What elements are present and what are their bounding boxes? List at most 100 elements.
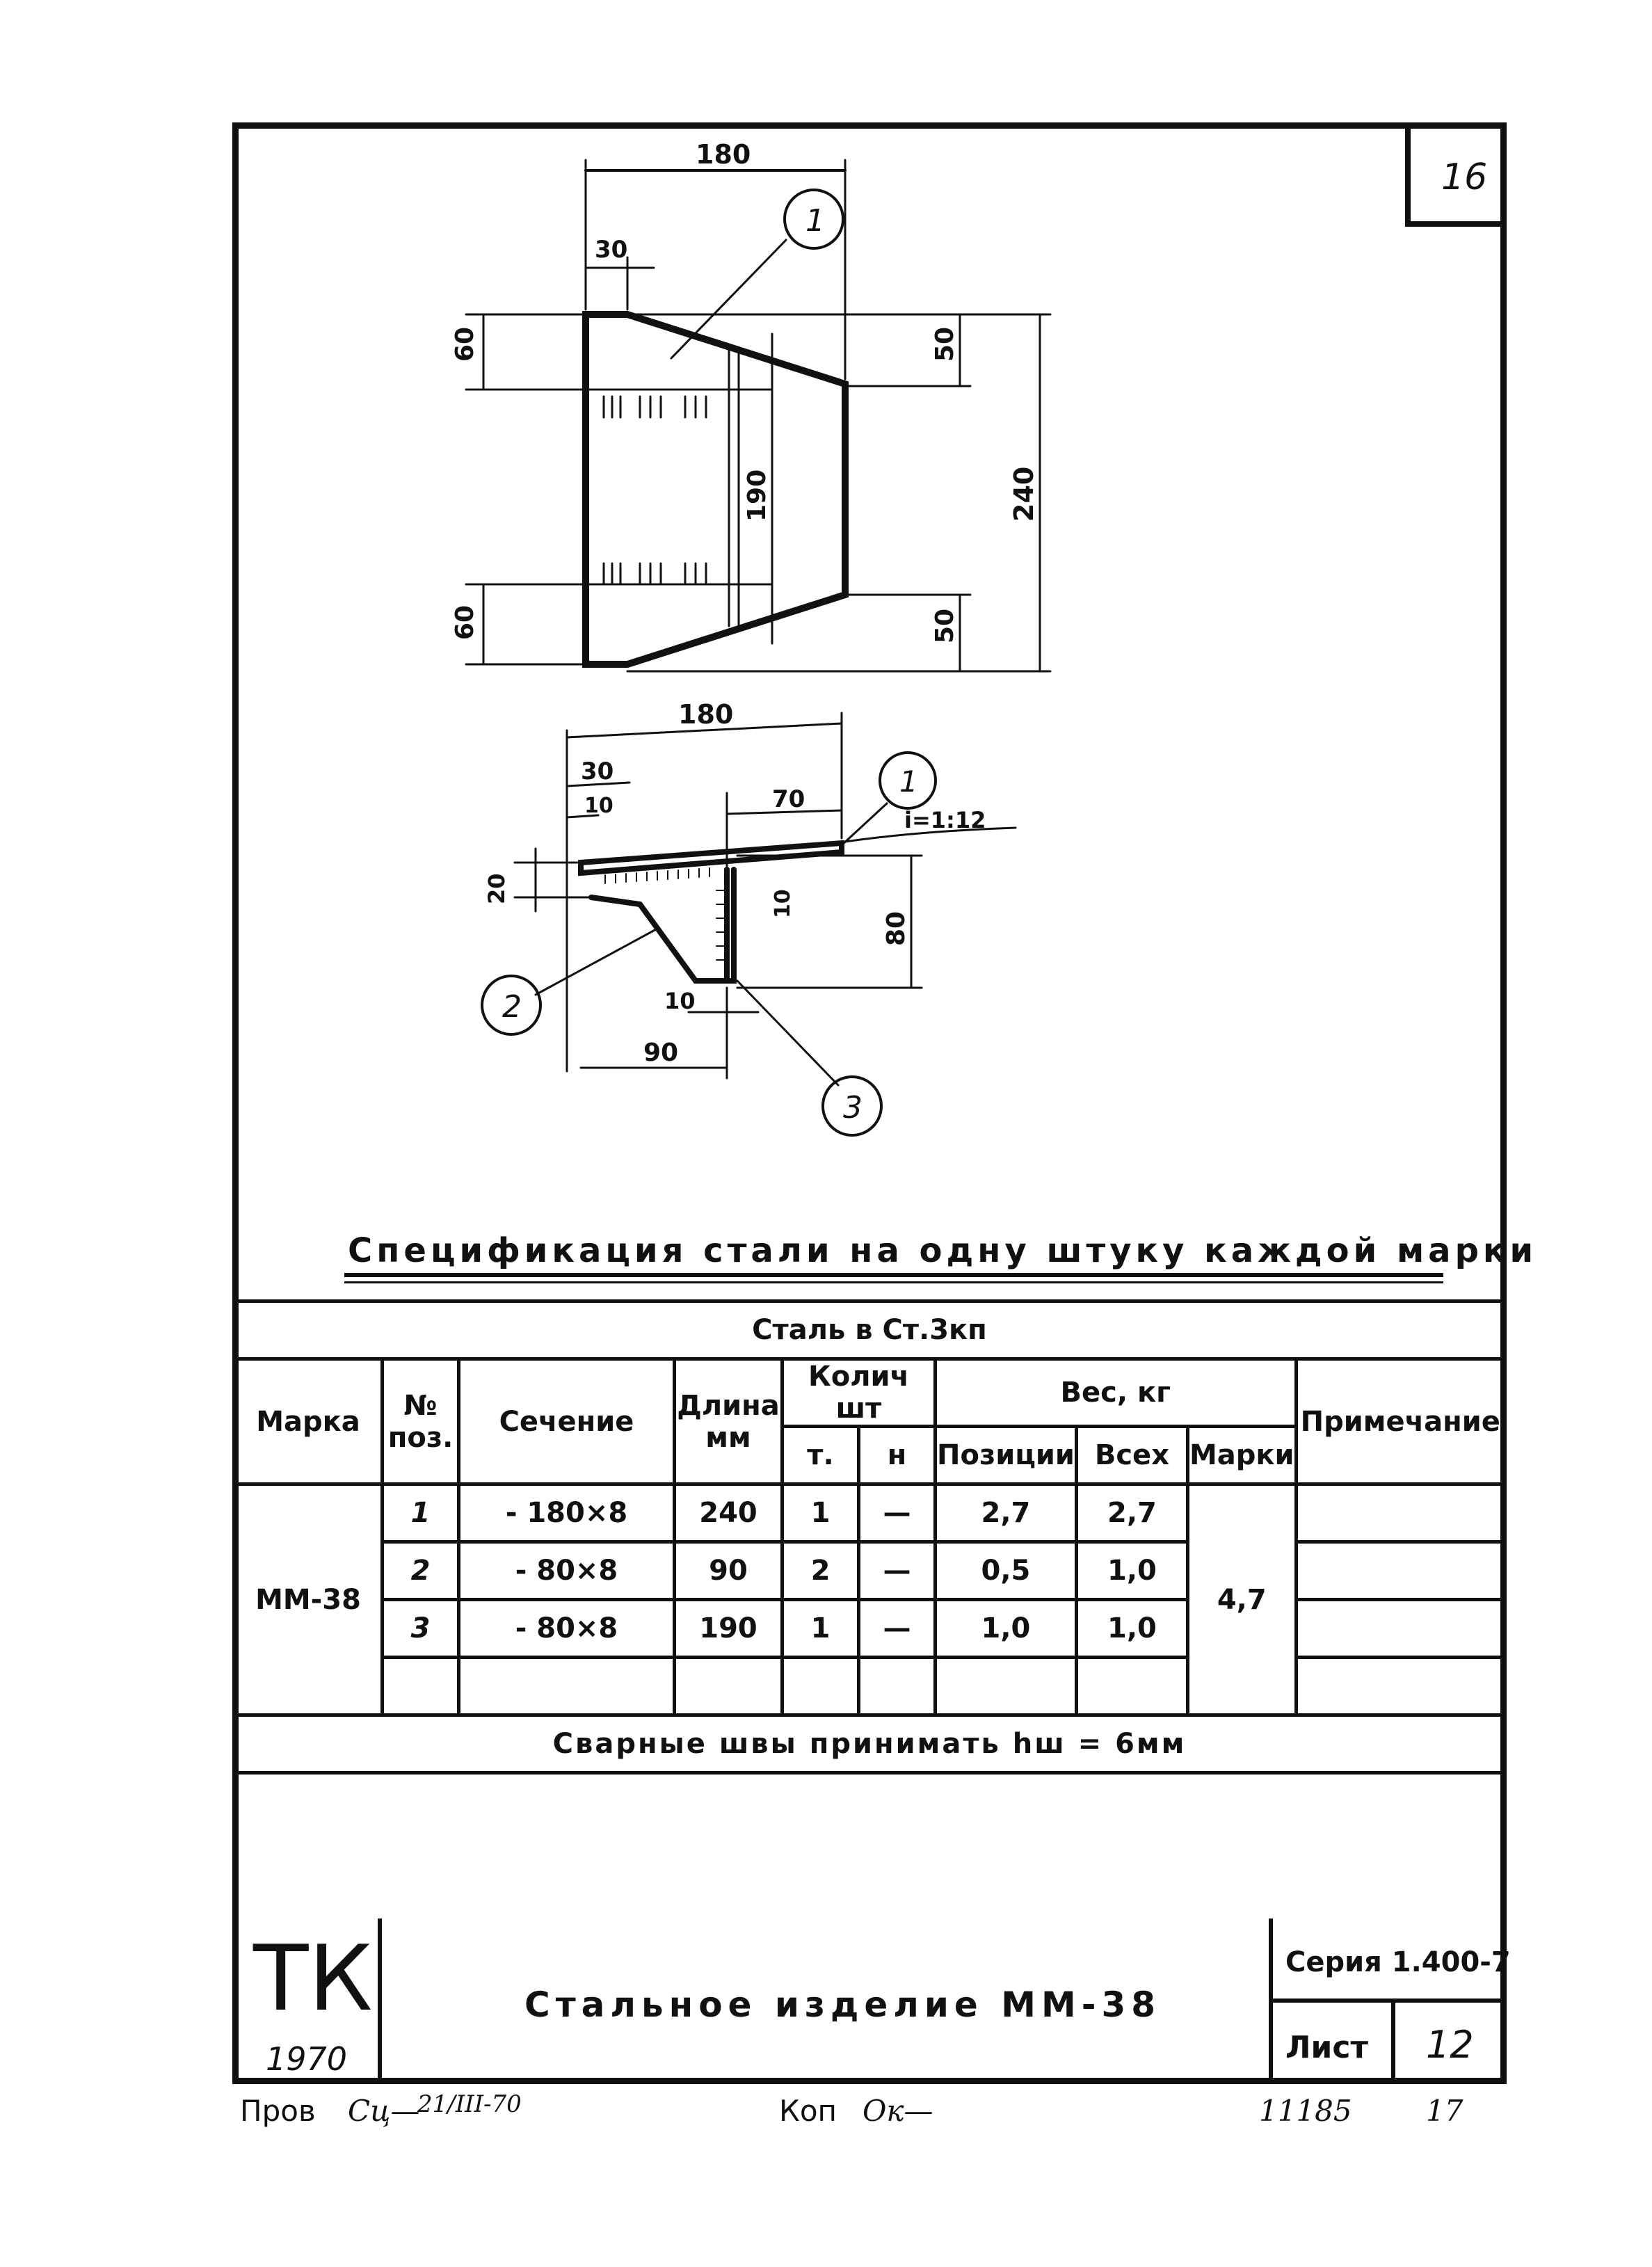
header-weight-all: Всех (1074, 1425, 1189, 1486)
qty-t-cell: 1 (780, 1482, 860, 1544)
weight-all-cell: 2,7 (1074, 1482, 1189, 1544)
technical-drawing: 180 30 60 50 190 240 60 50 180 30 10 70 … (451, 139, 1052, 1137)
footer-page: 17 (1426, 2094, 1463, 2128)
slope-label: i=1:12 (904, 807, 986, 833)
dim-plan-180: 180 (696, 139, 751, 170)
dim-section-10: 10 (584, 794, 614, 818)
dim-plan-240: 240 (1009, 467, 1039, 522)
dim-plan-50-bottom: 50 (931, 609, 959, 643)
dim-section-180: 180 (678, 699, 733, 730)
mark-cell: ММ-38 (232, 1482, 384, 1717)
sheet-label: Лист (1285, 2030, 1368, 2065)
dim-plan-60-top: 60 (451, 327, 479, 362)
footer-copy: Коп (779, 2094, 837, 2128)
dim-plan-50-top: 50 (931, 327, 959, 362)
dim-section-80: 80 (882, 911, 911, 946)
copy-signature: Ок— (863, 2094, 933, 2128)
header-mark: Марка (232, 1357, 384, 1486)
callout-2-num: 2 (502, 989, 522, 1025)
callout-1-section-num: 1 (899, 764, 918, 799)
qty-n-cell: — (857, 1482, 937, 1544)
callout-3-num: 3 (843, 1090, 863, 1126)
section-cell: - 180×8 (457, 1482, 676, 1544)
qty-n-cell: — (857, 1598, 937, 1659)
sheet-number-box (1405, 122, 1507, 227)
dim-plan-190: 190 (743, 470, 771, 522)
series-divider (1273, 1998, 1507, 2003)
weight-pos-cell: 0,5 (933, 1540, 1078, 1601)
weight-pos-cell: 2,7 (933, 1482, 1078, 1544)
product-name: Стальное изделие ММ-38 (524, 1985, 1162, 2025)
spec-title-underline (344, 1273, 1443, 1277)
spec-title: Спецификация стали на одну штуку каждой … (348, 1231, 1538, 1270)
table-row-empty (234, 1656, 1507, 1717)
gusset-section (588, 867, 737, 984)
qty-n-cell: — (857, 1540, 937, 1601)
callout-3 (821, 1075, 883, 1137)
callout-1-plan-num: 1 (805, 203, 825, 239)
header-qty-n: н (857, 1425, 937, 1486)
qty-t-cell: 2 (780, 1540, 860, 1601)
dim-section-10-rib: 10 (771, 889, 795, 918)
org-year: 1970 (266, 2040, 348, 2078)
checked-signature: Сц— (348, 2094, 420, 2128)
dim-section-20: 20 (483, 873, 510, 904)
weight-all-cell: 1,0 (1074, 1540, 1189, 1601)
header-section: Сечение (457, 1357, 676, 1486)
title-block: ТК 1970 Стальное изделие ММ-38 Серия 1.4… (232, 1918, 1511, 2084)
callout-1-section (879, 751, 937, 810)
dim-plan-30: 30 (595, 236, 627, 264)
sheet-divider (1391, 2003, 1395, 2084)
header-weight: Вес, кг (933, 1357, 1298, 1428)
note-cell (1294, 1598, 1507, 1659)
header-length: Длина мм (673, 1357, 784, 1486)
length-cell: 90 (673, 1540, 784, 1601)
sheet-value: 12 (1426, 2023, 1474, 2067)
dim-plan-60-bottom: 60 (451, 605, 479, 640)
note-cell (1294, 1482, 1507, 1544)
pos-cell: 2 (380, 1540, 460, 1601)
plate-section (578, 840, 844, 876)
dim-section-10-base: 10 (664, 988, 696, 1014)
footer-doc-no: 11185 (1259, 2094, 1352, 2128)
length-cell: 190 (673, 1598, 784, 1659)
header-pos: № поз. (380, 1357, 460, 1486)
footer-date: 21/III-70 (417, 2090, 522, 2118)
org-box: ТК 1970 (232, 1918, 382, 2084)
weld-hatch-plan (602, 346, 740, 627)
header-qty: Колич шт (780, 1357, 937, 1428)
weight-all-cell: 1,0 (1074, 1598, 1189, 1659)
qty-t-cell: 1 (780, 1598, 860, 1659)
callout-1-plan (783, 189, 844, 250)
header-note: Примечание (1294, 1357, 1507, 1486)
section-cell: - 80×8 (457, 1598, 676, 1659)
header-weight-mark: Марки (1185, 1425, 1298, 1486)
table-row: 3 - 80×8 190 1 — 1,0 1,0 (234, 1598, 1507, 1659)
header-weight-pos: Позиции (933, 1425, 1078, 1486)
length-cell: 240 (673, 1482, 784, 1544)
note-cell (1294, 1540, 1507, 1601)
dim-section-90: 90 (643, 1039, 678, 1067)
sheet-frame (232, 122, 1507, 2084)
table-row: 2 - 80×8 90 2 — 0,5 1,0 (234, 1540, 1507, 1601)
callout-2 (481, 975, 542, 1036)
org-logo: ТК (253, 1925, 373, 2031)
spec-title-underline-thin (344, 1281, 1443, 1283)
specification-table: Сталь в Ст.3кп Марка № поз. Сечение Длин… (232, 1299, 1507, 1775)
pos-cell: 1 (380, 1482, 460, 1544)
pos-cell: 3 (380, 1598, 460, 1659)
steel-grade: Сталь в Ст.3кп (232, 1299, 1507, 1361)
series-label: Серия 1.400-7 (1285, 1946, 1511, 1978)
sheet-number: 16 (1441, 157, 1488, 198)
series-box: Серия 1.400-7 Лист 12 (1269, 1918, 1511, 2084)
weld-hatch-section (604, 867, 725, 961)
table-row: ММ-38 1 - 180×8 240 1 — 2,7 2,7 4,7 (232, 1482, 1507, 1717)
section-cell: - 80×8 (457, 1540, 676, 1601)
header-qty-t: т. (780, 1425, 860, 1486)
plate-plan-outline (582, 311, 849, 668)
dim-section-30: 30 (581, 758, 614, 785)
weld-note: Сварные швы принимать hш = 6мм (232, 1713, 1507, 1775)
weight-mark-cell: 4,7 (1185, 1482, 1298, 1717)
dim-section-70: 70 (772, 785, 805, 813)
